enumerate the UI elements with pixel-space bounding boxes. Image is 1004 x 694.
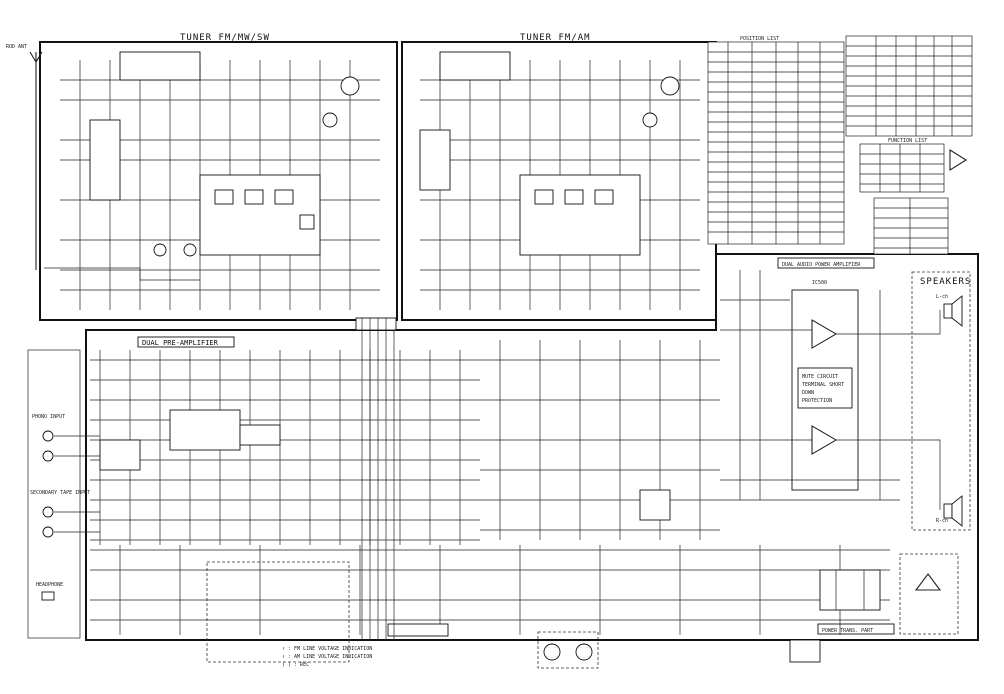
headphone-label: HEADPHONE	[36, 582, 63, 588]
power-switch-icon	[543, 643, 561, 661]
opamp-upper	[811, 319, 837, 349]
title-dual-power-amplifier: DUAL AUDIO POWER AMPLIFIER	[782, 262, 861, 268]
power-amp-circuit: IC500 MUTE CIRCUIT TERMINAL SHORT DOWN P…	[720, 270, 900, 501]
protection-line-3: DOWN	[802, 390, 814, 396]
function-table: FUNCTION LIST	[859, 138, 968, 255]
jack-2-icon	[42, 450, 54, 462]
note-fm-voltage: ↑ : FM LINE VOLTAGE INDICATION	[282, 646, 372, 652]
power-amp-title-box	[777, 257, 875, 269]
note-rec: ( ) : REC	[282, 662, 309, 668]
speaker-left-label: L-ch	[936, 294, 948, 300]
ic500-label: IC500	[812, 280, 827, 286]
jack-1-icon	[42, 430, 54, 442]
switch-table	[845, 35, 973, 137]
tuner-1-circuit	[44, 51, 380, 310]
position-table-title: POSITION LIST	[740, 36, 779, 42]
voltage-notes: ↑ : FM LINE VOLTAGE INDICATION ↑ : AM LI…	[282, 646, 372, 668]
jack-3-icon	[42, 506, 54, 518]
position-table: POSITION LIST	[707, 36, 845, 245]
ac-inlet-frame	[899, 553, 959, 635]
speaker-right-label: R-ch	[936, 518, 948, 524]
tape-input-label: SECONDARY TAPE INPUT	[30, 490, 90, 496]
speakers: L-ch R-ch	[900, 294, 963, 527]
power-switch-frame	[537, 631, 599, 669]
warning-triangle-icon	[914, 573, 942, 591]
protection-line-4: PROTECTION	[802, 398, 832, 404]
power-supply-circuit	[90, 545, 942, 663]
speaker-left-icon	[943, 303, 953, 319]
center-circuit	[480, 340, 720, 540]
phono-input-label: PHONO INPUT	[32, 414, 65, 420]
headphone-section-frame	[206, 561, 350, 663]
tuner-2-circuit	[419, 51, 700, 310]
preamp-circuit	[90, 350, 480, 545]
input-jack-panel	[27, 349, 81, 639]
protection-line-1: MUTE CIRCUIT	[802, 374, 838, 380]
note-am-voltage: ↑ : AM LINE VOLTAGE INDICATION	[282, 654, 372, 660]
fuse-block	[789, 639, 821, 663]
main-board-frame	[85, 253, 979, 641]
input-jacks: PHONO INPUT SECONDARY TAPE INPUT HEADPHO…	[30, 414, 100, 601]
jack-4-icon	[42, 526, 54, 538]
preamp-title-box	[137, 336, 235, 348]
title-tuner-fm-mw-sw: TUNER FM/MW/SW	[180, 33, 270, 43]
protection-line-2: TERMINAL SHORT	[802, 382, 844, 388]
protection-block	[797, 367, 853, 409]
power-transformer	[819, 569, 881, 611]
speaker-right-icon	[943, 503, 953, 519]
title-dual-preamplifier: DUAL PRE-AMPLIFIER	[142, 339, 219, 347]
power-trans-title-box	[817, 623, 895, 635]
function-table-title: FUNCTION LIST	[888, 138, 927, 144]
headphone-jack-icon	[41, 591, 55, 601]
title-speakers: SPEAKERS	[920, 277, 971, 287]
speaker-box-frame	[911, 271, 971, 531]
antenna-label: ROD ANT	[6, 44, 27, 50]
title-tuner-fm-am: TUNER FM/AM	[520, 33, 591, 43]
connector-bus	[355, 317, 449, 640]
title-power-trans-part: POWER TRANS. PART	[822, 628, 873, 634]
antenna-symbol	[29, 51, 43, 270]
tuner-fm-mw-sw-frame	[39, 41, 398, 321]
